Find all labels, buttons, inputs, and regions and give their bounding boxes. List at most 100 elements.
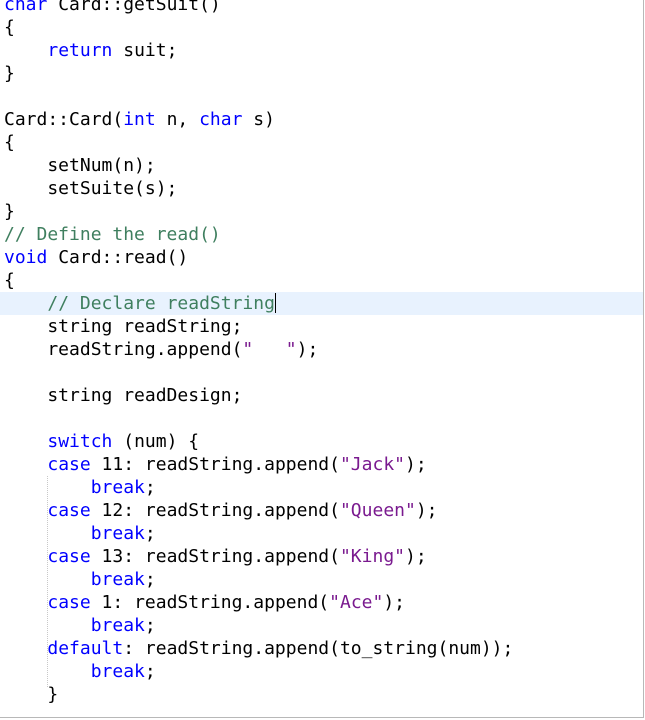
code-line-text: }	[4, 62, 15, 85]
indent-guide	[47, 476, 48, 687]
code-line[interactable]	[0, 85, 643, 108]
code-token-plain	[4, 431, 47, 452]
code-token-plain: s)	[242, 109, 275, 130]
code-token-plain: {	[4, 17, 15, 38]
code-line[interactable]: string readString;	[0, 315, 643, 338]
code-token-plain: );	[405, 546, 427, 567]
code-line[interactable]: }	[0, 683, 643, 706]
code-line[interactable]: {	[0, 131, 643, 154]
code-line-text: char Card::getSuit()	[4, 0, 221, 16]
code-line[interactable]: setNum(n);	[0, 154, 643, 177]
code-token-plain	[4, 546, 47, 567]
code-line-text: Card::Card(int n, char s)	[4, 108, 275, 131]
code-line-text: // Define the read()	[4, 223, 221, 246]
code-line-text: return suit;	[4, 39, 177, 62]
code-token-keyword: char	[4, 0, 48, 15]
code-line-text: case 13: readString.append("King");	[4, 545, 427, 568]
code-token-plain: ;	[144, 477, 156, 498]
code-line[interactable]: case 11: readString.append("Jack");	[0, 453, 643, 476]
code-line[interactable]: default: readString.append(to_string(num…	[0, 637, 643, 660]
code-token-string: "Queen"	[339, 500, 416, 521]
code-token-keyword: break	[90, 569, 145, 590]
code-line[interactable]	[0, 407, 643, 430]
code-line-text: break;	[4, 660, 156, 683]
code-line[interactable]: void Card::read()	[0, 246, 643, 269]
code-token-keyword: default	[47, 638, 124, 659]
code-token-keyword: switch	[47, 431, 113, 452]
code-line-text: string readDesign;	[4, 384, 242, 407]
text-cursor	[274, 293, 276, 313]
code-token-keyword: case	[47, 546, 91, 567]
code-line[interactable]: Card::Card(int n, char s)	[0, 108, 643, 131]
code-token-string: "Ace"	[329, 592, 384, 613]
code-token-keyword: void	[4, 247, 48, 268]
code-line[interactable]: {	[0, 269, 643, 292]
code-token-keyword: break	[90, 615, 145, 636]
code-token-keyword: char	[199, 109, 243, 130]
code-line[interactable]: return suit;	[0, 39, 643, 62]
code-token-keyword: break	[90, 523, 145, 544]
code-token-keyword: case	[47, 500, 91, 521]
code-line[interactable]: char Card::getSuit()	[0, 0, 643, 16]
code-line-text: {	[4, 131, 15, 154]
code-token-plain	[4, 40, 47, 61]
code-line-text: }	[4, 683, 58, 706]
code-token-plain	[4, 454, 47, 475]
code-token-plain: : readString.append(to_string(num));	[123, 638, 514, 659]
code-line[interactable]: {	[0, 16, 643, 39]
code-line-text: break;	[4, 476, 156, 499]
code-token-plain: {	[4, 270, 15, 291]
code-token-plain: );	[405, 454, 427, 475]
code-line-text: break;	[4, 568, 156, 591]
code-line-text: switch (num) {	[4, 430, 199, 453]
code-line-text: }	[4, 200, 15, 223]
code-token-plain: n,	[155, 109, 200, 130]
code-line-text: case 1: readString.append("Ace");	[4, 591, 405, 614]
code-token-plain: Card::read()	[47, 247, 189, 268]
code-token-plain	[4, 638, 47, 659]
code-line[interactable]	[0, 361, 643, 384]
code-token-plain: setNum(n);	[4, 155, 156, 176]
code-token-plain: }	[4, 201, 15, 222]
code-token-plain	[4, 293, 47, 314]
code-line[interactable]: break;	[0, 476, 643, 499]
code-line[interactable]: switch (num) {	[0, 430, 643, 453]
code-line-text: // Declare readString	[4, 292, 276, 315]
code-token-keyword: int	[123, 109, 156, 130]
current-code-line[interactable]: // Declare readString	[0, 292, 643, 315]
code-line-text: setNum(n);	[4, 154, 156, 177]
code-token-comment: // Declare readString	[47, 293, 275, 314]
code-line[interactable]: break;	[0, 522, 643, 545]
code-token-plain: Card::getSuit()	[47, 0, 221, 15]
code-line-text: case 12: readString.append("Queen");	[4, 499, 438, 522]
code-line[interactable]: }	[0, 200, 643, 223]
code-line[interactable]: break;	[0, 568, 643, 591]
code-line-text: {	[4, 16, 15, 39]
code-token-comment: // Define the read()	[4, 224, 221, 245]
code-line-text: setSuite(s);	[4, 177, 177, 200]
code-line[interactable]: break;	[0, 614, 643, 637]
code-line[interactable]: case 1: readString.append("Ace");	[0, 591, 643, 614]
code-line[interactable]: case 13: readString.append("King");	[0, 545, 643, 568]
code-token-plain: Card::Card(	[4, 109, 124, 130]
code-line[interactable]: break;	[0, 660, 643, 683]
code-token-plain: ;	[144, 523, 156, 544]
code-line[interactable]: // Define the read()	[0, 223, 643, 246]
code-token-keyword: break	[90, 477, 145, 498]
code-line-text: void Card::read()	[4, 246, 188, 269]
code-token-keyword: break	[90, 661, 145, 682]
code-token-plain: string readDesign;	[4, 385, 243, 406]
code-token-plain: );	[415, 500, 438, 521]
code-line-text: default: readString.append(to_string(num…	[4, 637, 513, 660]
code-token-string: "King"	[339, 546, 405, 567]
code-line-text: break;	[4, 522, 156, 545]
code-line[interactable]: readString.append(" ");	[0, 338, 643, 361]
code-token-keyword: case	[47, 454, 91, 475]
code-token-string: " "	[242, 339, 297, 360]
code-line[interactable]: setSuite(s);	[0, 177, 643, 200]
code-line[interactable]: }	[0, 62, 643, 85]
code-token-string: "Jack"	[339, 454, 405, 475]
code-line[interactable]: string readDesign;	[0, 384, 643, 407]
code-line[interactable]: case 12: readString.append("Queen");	[0, 499, 643, 522]
